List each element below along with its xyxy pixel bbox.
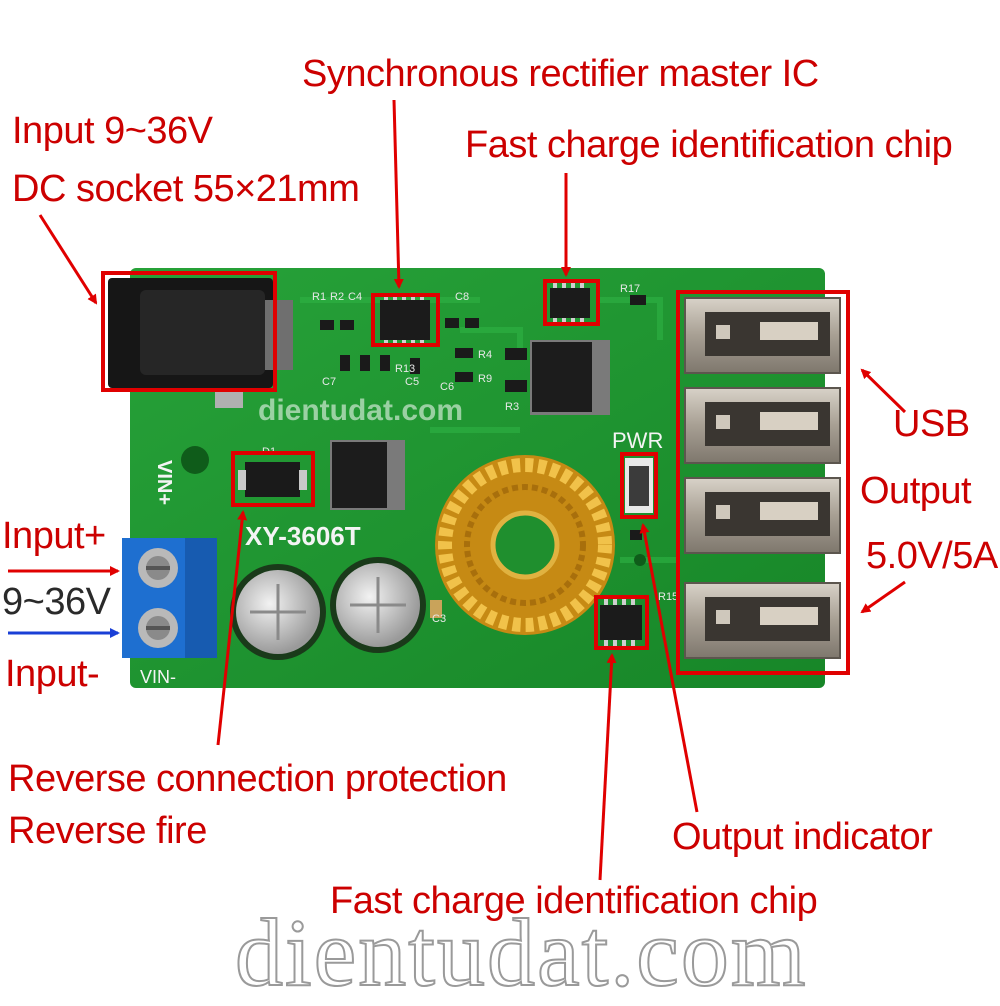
component-designators: R1 R2 C4 C8 R17 C7 C5 R13 R4 R9 C6 R3 D1… (262, 283, 678, 625)
highlight-led (620, 452, 658, 519)
designator: C7 (322, 376, 336, 388)
vin-plus-silk: VIN+ (153, 460, 175, 505)
designator: R15 (658, 591, 678, 603)
designator: C4 (348, 291, 362, 303)
input-minus-label: Input- (5, 653, 100, 695)
highlight-diode (231, 451, 315, 507)
designator: C5 (405, 376, 419, 388)
designator: R2 (330, 291, 344, 303)
designator: C3 (432, 613, 446, 625)
usb-label: USB (893, 403, 970, 445)
dc-socket (108, 278, 293, 408)
reverse-protection-label: Reverse connection protection (8, 758, 507, 800)
designator: R1 (312, 291, 326, 303)
board-watermark: dientudat.com (258, 394, 464, 427)
smd-components (320, 295, 646, 618)
toroid-inductor (435, 455, 615, 635)
output-label: Output (860, 470, 972, 512)
designator: R17 (620, 283, 640, 295)
arrow-sync-ic (392, 99, 404, 289)
pwr-silk: PWR (612, 428, 663, 453)
highlight-usb (676, 290, 850, 675)
electrolytic-capacitors (230, 557, 426, 660)
highlight-fast-chip-bottom (594, 595, 649, 650)
output-indicator-label: Output indicator (672, 816, 933, 858)
arrow-led (639, 523, 699, 813)
input-range-label: 9~36V (2, 581, 111, 623)
arrow-diode (216, 510, 248, 746)
usb-port (684, 297, 841, 374)
site-watermark: dientudat.com (234, 899, 808, 1006)
arrow-usb-top (860, 368, 907, 414)
terminal-block (122, 538, 217, 658)
pwr-led (625, 458, 653, 513)
usb-ports (684, 297, 841, 659)
highlight-dc-socket (101, 271, 277, 392)
output-rating-label: 5.0V/5A (866, 535, 998, 577)
arrow-fast-chip-bottom (598, 653, 617, 881)
fast-charge-bottom-label: Fast charge identification chip (330, 880, 818, 922)
input-plus-label: Input+ (2, 515, 106, 557)
designator: R3 (505, 401, 519, 413)
annotation-arrows (8, 99, 907, 881)
arrow-usb-bottom (860, 580, 906, 614)
designator: R9 (478, 373, 492, 385)
designator: C8 (455, 291, 469, 303)
reverse-fire-label: Reverse fire (8, 810, 207, 852)
designator: C6 (440, 381, 454, 393)
input-voltage-label: Input 9~36V (12, 110, 213, 152)
sync-rectifier-label: Synchronous rectifier master IC (302, 53, 819, 95)
vin-minus-silk: VIN- (140, 667, 176, 687)
sync-rectifier-ic (380, 294, 430, 346)
usb-port (684, 387, 841, 464)
mosfets (330, 340, 610, 510)
board-model: XY-3606T (245, 521, 361, 551)
protection-diode (238, 462, 307, 497)
usb-port (684, 477, 841, 554)
dc-socket-label: DC socket 55×21mm (12, 168, 360, 210)
highlight-sync-ic (371, 293, 440, 347)
highlight-boxes (101, 271, 850, 675)
fast-charge-top-label: Fast charge identification chip (465, 124, 953, 166)
designator: R4 (478, 349, 492, 361)
fast-charge-chip-top (550, 283, 590, 323)
arrow-dc-socket (38, 214, 98, 305)
highlight-fast-chip-top (543, 279, 600, 326)
designator: R13 (395, 363, 415, 375)
usb-port (684, 582, 841, 659)
fast-charge-chip-bottom (600, 599, 642, 646)
